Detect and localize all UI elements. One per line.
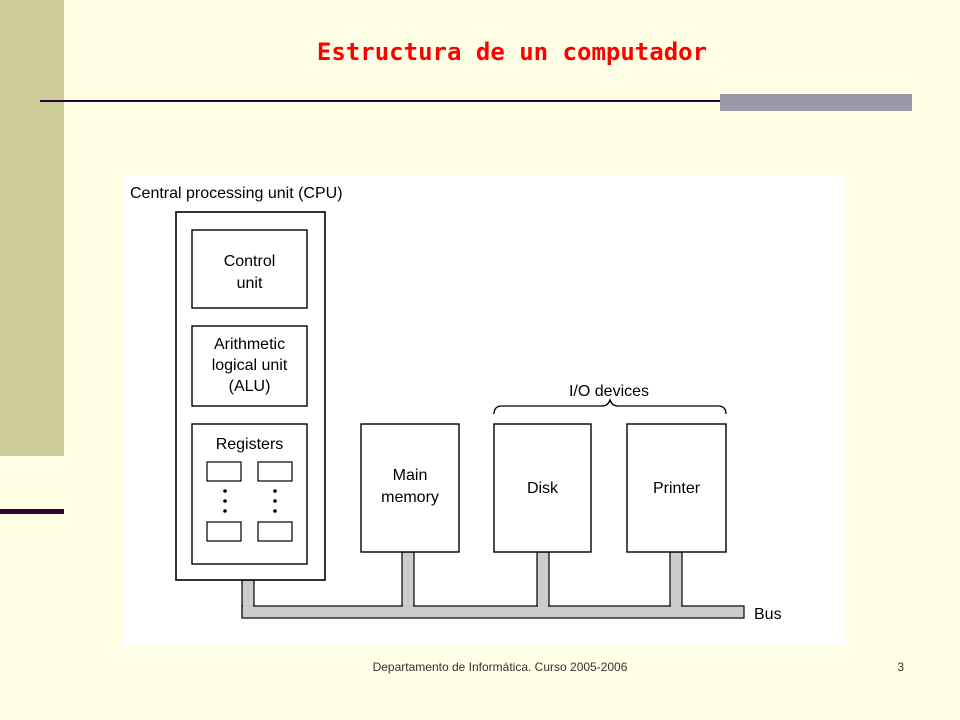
alu-box <box>191 325 308 407</box>
register-cell <box>257 521 293 542</box>
io-devices-brace <box>493 397 727 415</box>
disk-box <box>493 423 592 553</box>
control-unit-box <box>191 229 308 309</box>
bus-label: Bus <box>754 606 782 623</box>
main-memory-label-line2: memory <box>381 489 439 506</box>
side-accent-line <box>0 509 64 514</box>
printer-box <box>626 423 727 553</box>
system-bus: Bus <box>241 551 782 623</box>
title-underline <box>40 100 912 102</box>
printer-label: Printer <box>653 480 701 497</box>
io-devices-label: I/O devices <box>569 383 649 400</box>
main-memory-box <box>360 423 460 553</box>
cpu-label: Central processing unit (CPU) <box>130 185 343 202</box>
alu-label-line1: Arithmetic <box>214 336 285 353</box>
control-unit-label-line2: unit <box>237 275 263 292</box>
bus-connector-disk <box>536 551 550 615</box>
page-number: 3 <box>897 660 904 674</box>
register-cell <box>257 461 293 482</box>
main-memory-label-line1: Main <box>393 467 428 484</box>
title-underline-accent <box>720 94 912 111</box>
alu-label-line3: (ALU) <box>229 378 271 395</box>
bus-connector-memory <box>401 551 415 615</box>
slide-footer: Departamento de Informática. Curso 2005-… <box>372 660 628 674</box>
control-unit-label-line1: Control <box>224 253 276 270</box>
alu-label-line2: logical unit <box>212 357 288 374</box>
bus-connector-printer <box>669 551 683 615</box>
bus-line <box>241 605 745 619</box>
register-cell <box>206 461 242 482</box>
diagram-canvas: Central processing unit (CPU) Bus Contro… <box>130 185 782 623</box>
disk-label: Disk <box>527 480 559 497</box>
computer-structure-diagram: Central processing unit (CPU) Bus Contro… <box>124 176 846 646</box>
registers-label: Registers <box>216 436 284 453</box>
register-ellipsis <box>223 489 277 513</box>
side-decoration-bar <box>0 0 64 456</box>
register-cell <box>206 521 242 542</box>
slide-title: Estructura de un computador <box>316 38 708 66</box>
